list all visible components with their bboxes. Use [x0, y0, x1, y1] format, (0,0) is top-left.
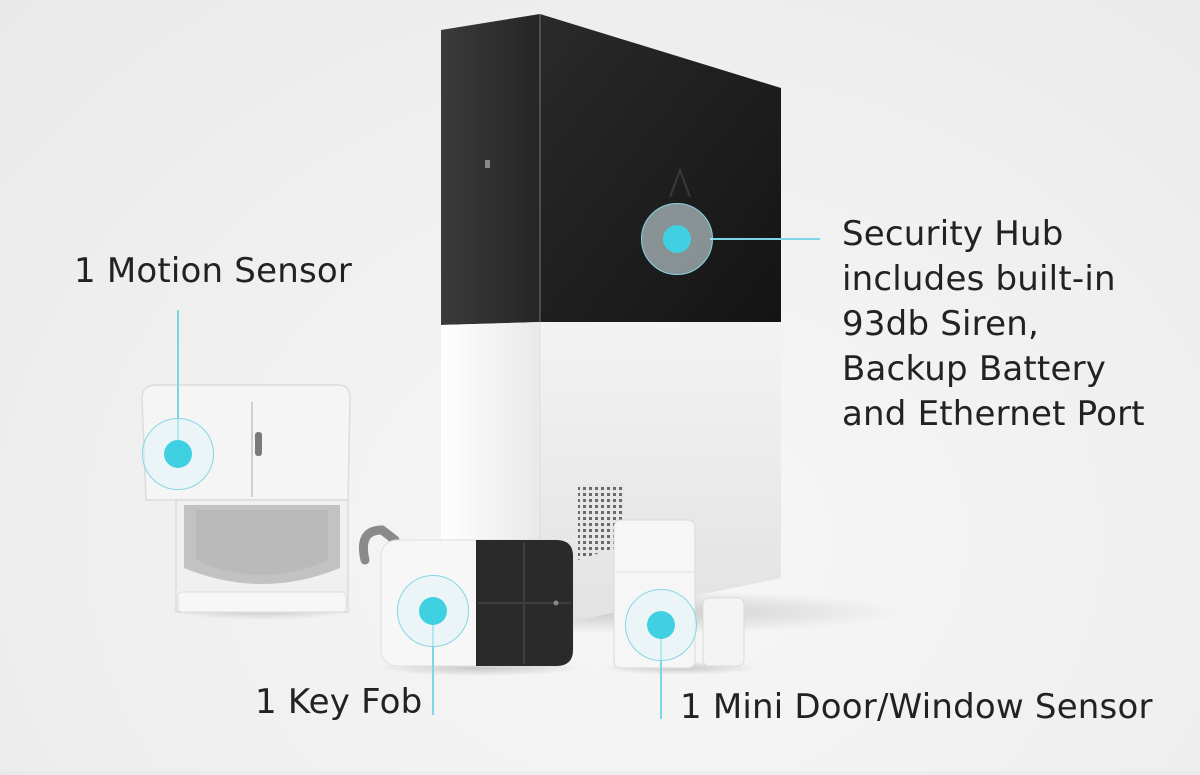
- motion-leader-line: [177, 310, 179, 450]
- speaker-grill: [578, 484, 624, 560]
- fob-leader-line: [432, 610, 434, 715]
- hub-label-line-5: and Ethernet Port: [842, 394, 1145, 434]
- key-fob: [358, 525, 585, 676]
- door-callout-dot[interactable]: [625, 589, 697, 661]
- hub-label-line-4: Backup Battery: [842, 349, 1107, 389]
- fob-callout-dot[interactable]: [397, 575, 469, 647]
- hub-label-line-3: 93db Siren,: [842, 304, 1039, 344]
- hub-label-line-2: includes built-in: [842, 259, 1116, 299]
- door-callout-label: 1 Mini Door/Window Sensor: [680, 687, 1153, 727]
- motion-callout-label: 1 Motion Sensor: [74, 251, 353, 291]
- hub-callout-dot[interactable]: [641, 203, 713, 275]
- motion-sensor: [141, 384, 357, 620]
- logo-icon: [669, 167, 691, 198]
- fob-callout-label: 1 Key Fob: [255, 682, 423, 722]
- hub-callout-label: Security Hub includes built-in 93db Sire…: [842, 212, 1172, 437]
- motion-callout-dot[interactable]: [142, 418, 214, 490]
- hub-label-line-1: Security Hub: [842, 214, 1064, 254]
- hub-leader-line: [710, 238, 820, 240]
- security-hub: [441, 14, 781, 628]
- door-leader-line: [660, 624, 662, 719]
- status-light-icon: [485, 160, 490, 168]
